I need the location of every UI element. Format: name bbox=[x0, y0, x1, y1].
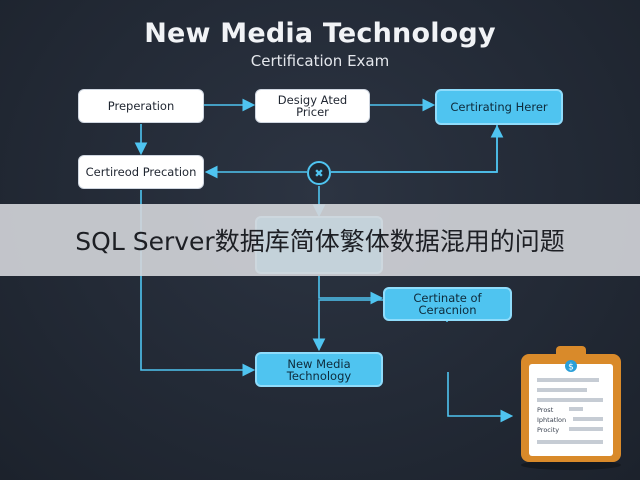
node-designed-process[interactable]: Desigy Ated Pricer bbox=[255, 89, 370, 123]
hub-icon[interactable]: ✖ bbox=[307, 161, 331, 185]
clipboard-row-1: Prost bbox=[537, 406, 554, 414]
node-certified-precision[interactable]: Certireod Precation bbox=[78, 155, 204, 189]
page-subtitle: Certification Exam bbox=[250, 52, 390, 70]
edge-certified-certifying bbox=[400, 124, 504, 173]
edge-newmedia-clipboard bbox=[447, 372, 514, 423]
edge-certifying-hub bbox=[331, 125, 498, 173]
page-title: New Media Technology bbox=[144, 18, 496, 49]
node-certifying[interactable]: Certirating Herer bbox=[435, 89, 563, 125]
title-banner: SQL Server数据库简体繁体数据混用的问题 bbox=[0, 204, 640, 276]
clipboard-icon: $ Prost Iphtatlon Procity bbox=[521, 346, 621, 470]
node-new-media[interactable]: New Media Technology bbox=[255, 352, 383, 387]
node-certificate-correction[interactable]: Certinate of Ceracnion bbox=[383, 287, 512, 321]
edge-center-correction bbox=[318, 276, 384, 305]
clipboard-badge: $ bbox=[568, 363, 574, 373]
clipboard-row-2: Iphtatlon bbox=[537, 416, 566, 424]
clipboard-row-3: Procity bbox=[537, 426, 559, 434]
node-preparation[interactable]: Preperation bbox=[78, 89, 204, 123]
